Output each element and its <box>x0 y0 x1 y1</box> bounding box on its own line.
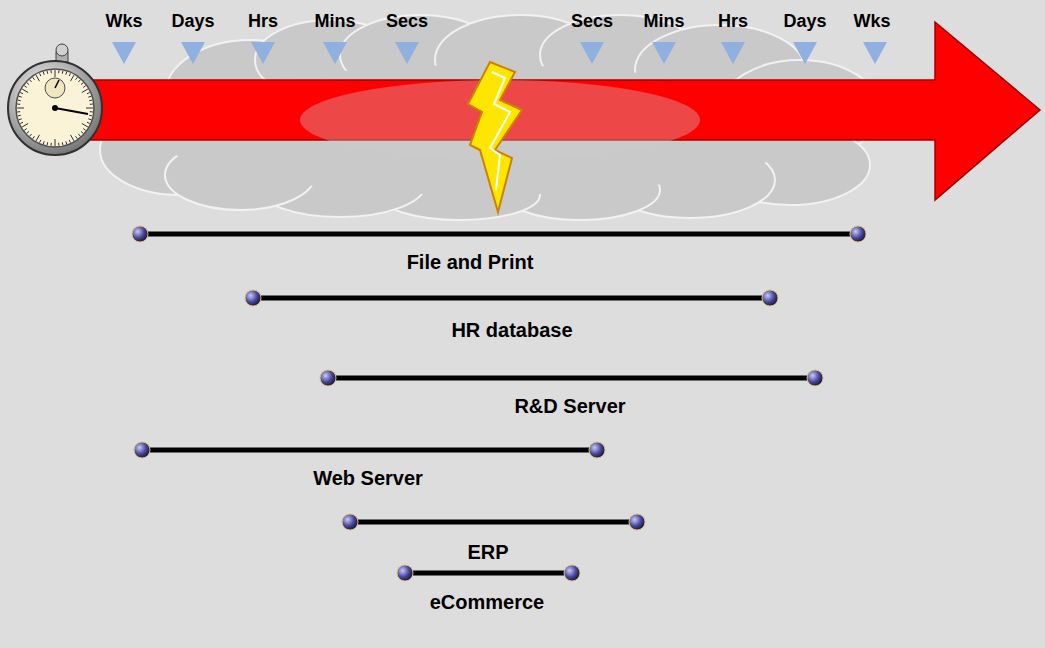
tick <box>17 104 20 105</box>
system-label: File and Print <box>407 251 534 273</box>
tick <box>88 96 91 98</box>
tick <box>43 72 45 75</box>
system-label: ERP <box>467 541 508 563</box>
tick <box>47 71 49 74</box>
tick <box>55 139 56 146</box>
tick <box>33 77 35 79</box>
tick <box>24 129 26 131</box>
tick <box>51 143 52 146</box>
tick <box>90 111 93 112</box>
tick <box>20 93 23 94</box>
tick <box>76 136 78 138</box>
tick <box>87 93 90 94</box>
tick <box>51 70 52 73</box>
time-scale-label: Mins <box>314 12 355 32</box>
tick <box>69 73 70 76</box>
time-scale-label: Hrs <box>718 12 748 32</box>
tick <box>36 135 40 141</box>
time-scale-label: Wks <box>853 12 890 32</box>
tick <box>55 70 56 77</box>
tick <box>20 122 23 123</box>
system-label: HR database <box>451 319 572 341</box>
tick <box>83 86 85 88</box>
tick <box>78 134 80 136</box>
time-scale-label: Secs <box>571 12 613 32</box>
tick <box>40 140 41 143</box>
time-scale-label: Days <box>171 12 214 32</box>
tick <box>18 115 21 117</box>
tick <box>33 136 35 138</box>
tick <box>83 129 85 131</box>
stopwatch <box>8 44 102 155</box>
tick <box>90 104 93 105</box>
tick <box>17 111 20 112</box>
tick <box>65 141 67 144</box>
tick <box>30 80 32 82</box>
timeline-arrow <box>60 22 1040 200</box>
bar-endpoints <box>132 226 866 581</box>
system-label: Web Server <box>313 467 423 489</box>
tick <box>89 115 92 117</box>
time-scale-label: Mins <box>643 12 684 32</box>
time-scale-label: Wks <box>105 12 142 32</box>
time-scale-label: Days <box>783 12 826 32</box>
duration-bars <box>140 234 858 573</box>
tick <box>78 80 80 82</box>
tick <box>36 75 40 81</box>
system-label: eCommerce <box>430 591 545 613</box>
tick <box>62 142 64 145</box>
tick <box>27 131 29 133</box>
tick <box>18 100 21 102</box>
tick <box>81 83 83 85</box>
tick <box>30 134 32 136</box>
tick <box>88 118 91 120</box>
lightning-core <box>490 72 510 190</box>
tick <box>82 124 88 128</box>
tick <box>17 108 24 109</box>
tick <box>81 131 83 133</box>
tick <box>22 124 28 128</box>
tick <box>89 100 92 102</box>
tick <box>71 135 75 141</box>
tick <box>76 77 78 79</box>
tick <box>58 143 59 146</box>
tick <box>24 86 26 88</box>
tick <box>69 140 70 143</box>
lightning-bolt <box>468 62 522 212</box>
tick <box>86 108 93 109</box>
tick-marks <box>112 42 887 64</box>
tick <box>82 89 88 93</box>
tick <box>40 73 41 76</box>
tick <box>87 122 90 123</box>
tick <box>47 142 49 145</box>
tick <box>27 83 29 85</box>
tick <box>58 70 59 73</box>
tick <box>65 72 67 75</box>
tick <box>71 75 75 81</box>
tick <box>62 71 64 74</box>
tick <box>19 96 22 98</box>
tick <box>43 141 45 144</box>
system-label: R&D Server <box>514 395 625 417</box>
tick <box>22 89 28 93</box>
time-scale-label: Secs <box>386 12 428 32</box>
time-scale-label: Hrs <box>248 12 278 32</box>
tick <box>19 118 22 120</box>
